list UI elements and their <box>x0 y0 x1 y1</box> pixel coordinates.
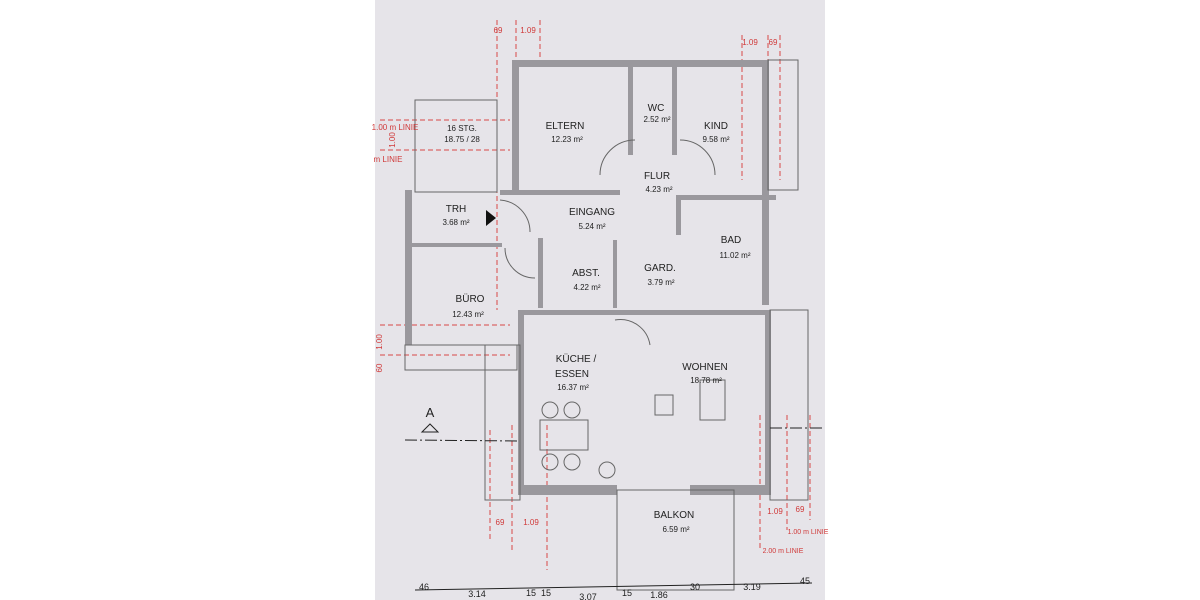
svg-text:6.59 m²: 6.59 m² <box>662 525 689 534</box>
red-dimension-labels: 69 1.09 1.09 69 69 1.09 1.09 69 1.00 1.0… <box>372 26 829 555</box>
svg-text:1.09: 1.09 <box>520 26 536 35</box>
bottom-dimensions: 46 3.14 15 15 3.07 15 1.86 30 3.19 45 <box>414 576 813 600</box>
room-eingang: EINGANG 5.24 m² <box>569 207 615 231</box>
svg-text:46: 46 <box>419 582 429 592</box>
svg-text:3.07: 3.07 <box>579 592 597 600</box>
svg-text:3.68 m²: 3.68 m² <box>442 218 469 227</box>
room-balkon: BALKON 6.59 m² <box>654 510 695 534</box>
room-wc: WC2.52 m² <box>643 103 670 124</box>
svg-text:4.22 m²: 4.22 m² <box>573 283 600 292</box>
room-bad: BAD 11.02 m² <box>720 235 751 260</box>
svg-text:1.09: 1.09 <box>742 38 758 47</box>
svg-text:3.19: 3.19 <box>743 582 761 592</box>
svg-text:BALKON: BALKON <box>654 510 695 521</box>
svg-text:69: 69 <box>796 505 805 514</box>
stairs-label: 16 STG. 18.75 / 28 <box>444 124 480 144</box>
room-wohnen: WOHNEN 18.78 m² <box>682 362 728 385</box>
svg-text:18.78 m²: 18.78 m² <box>690 376 722 385</box>
svg-text:BÜRO: BÜRO <box>456 293 485 305</box>
svg-text:69: 69 <box>496 518 505 527</box>
svg-text:9.58 m²: 9.58 m² <box>702 135 729 144</box>
walls <box>404 59 809 591</box>
room-kueche-essen: KÜCHE / ESSEN 16.37 m² <box>555 353 596 392</box>
room-abst: ABST. 4.22 m² <box>572 268 601 292</box>
svg-text:WOHNEN: WOHNEN <box>682 362 728 373</box>
svg-text:1.00 m LINIE: 1.00 m LINIE <box>788 529 829 536</box>
svg-text:ABST.: ABST. <box>572 268 600 279</box>
svg-text:2.52 m²: 2.52 m² <box>643 115 670 124</box>
room-gard: GARD. 3.79 m² <box>644 263 676 287</box>
svg-text:1.00 m LINIE: 1.00 m LINIE <box>372 123 419 132</box>
svg-text:BAD: BAD <box>721 235 742 246</box>
svg-text:15: 15 <box>541 588 551 598</box>
svg-text:60: 60 <box>375 363 384 372</box>
svg-text:5.24 m²: 5.24 m² <box>578 222 605 231</box>
svg-text:KIND: KIND <box>704 121 728 132</box>
svg-text:69: 69 <box>769 38 778 47</box>
svg-text:EINGANG: EINGANG <box>569 207 615 218</box>
svg-text:3.79 m²: 3.79 m² <box>647 278 674 287</box>
svg-text:1.00: 1.00 <box>375 334 384 350</box>
svg-text:FLUR: FLUR <box>644 171 670 182</box>
svg-text:ESSEN: ESSEN <box>555 369 589 380</box>
svg-text:1.86: 1.86 <box>650 590 668 600</box>
svg-text:1.09: 1.09 <box>767 507 783 516</box>
svg-text:45: 45 <box>800 576 810 586</box>
svg-text:1.09: 1.09 <box>523 518 539 527</box>
svg-text:12.23 m²: 12.23 m² <box>551 135 583 144</box>
svg-text:GARD.: GARD. <box>644 263 676 274</box>
svg-text:m LINIE: m LINIE <box>374 155 403 164</box>
svg-text:11.02 m²: 11.02 m² <box>720 251 751 260</box>
svg-text:18.75 / 28: 18.75 / 28 <box>444 135 480 144</box>
svg-text:A: A <box>426 405 435 420</box>
room-eltern: ELTERN 12.23 m² <box>546 121 585 144</box>
svg-text:1.00: 1.00 <box>388 132 397 148</box>
svg-text:2.00 m LINIE: 2.00 m LINIE <box>763 548 804 555</box>
svg-text:3.14: 3.14 <box>468 589 486 599</box>
svg-text:16.37 m²: 16.37 m² <box>557 383 589 392</box>
room-buero: BÜRO 12.43 m² <box>452 293 484 319</box>
svg-text:12.43 m²: 12.43 m² <box>452 310 484 319</box>
room-kind: KIND 9.58 m² <box>702 121 729 144</box>
svg-text:KÜCHE /: KÜCHE / <box>556 353 597 365</box>
svg-text:30: 30 <box>690 582 700 592</box>
entrance-arrow-icon <box>486 210 496 226</box>
svg-text:WC: WC <box>648 103 665 114</box>
svg-text:15: 15 <box>526 588 536 598</box>
section-marker: A <box>404 405 825 442</box>
svg-text:69: 69 <box>494 26 503 35</box>
svg-text:16 STG.: 16 STG. <box>447 124 477 133</box>
room-flur: FLUR 4.23 m² <box>644 171 673 194</box>
svg-text:4.23 m²: 4.23 m² <box>645 185 672 194</box>
svg-text:ELTERN: ELTERN <box>546 121 585 132</box>
svg-text:TRH: TRH <box>446 204 467 215</box>
room-trh: TRH 3.68 m² <box>442 204 469 227</box>
svg-text:15: 15 <box>622 588 632 598</box>
